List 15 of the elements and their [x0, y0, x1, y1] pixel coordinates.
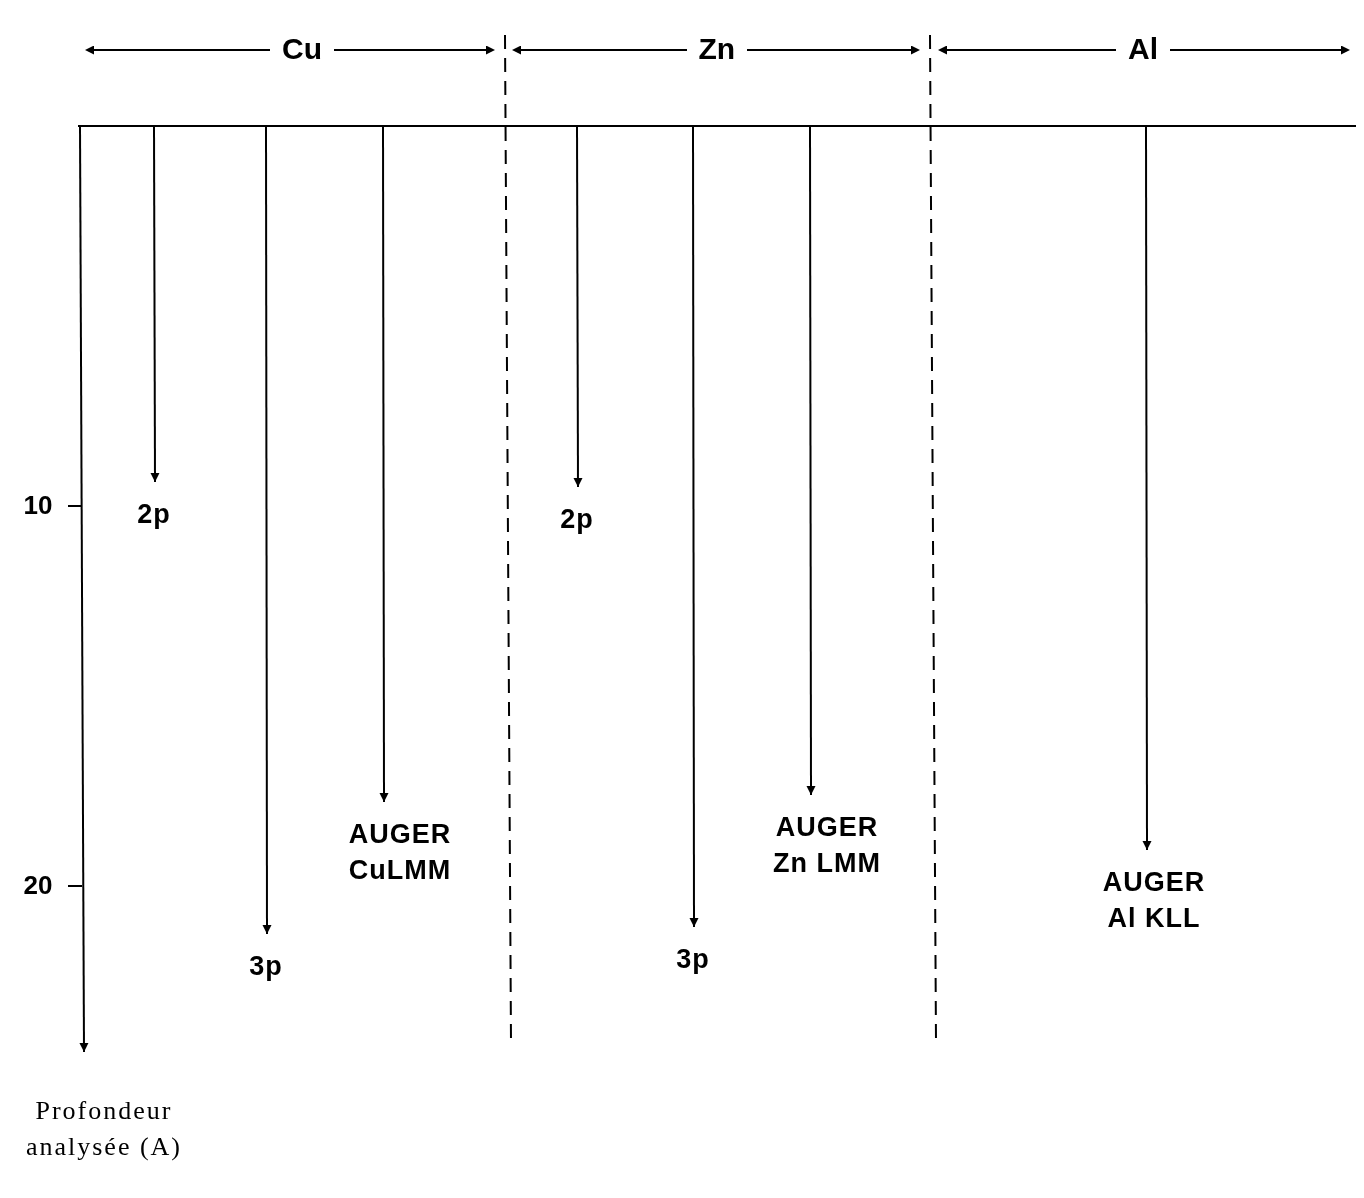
level-label: 3p	[653, 927, 733, 977]
level-label: 3p	[226, 934, 306, 984]
level-label: 2p	[537, 487, 617, 537]
arrow	[806, 125, 816, 796]
arrow	[379, 125, 389, 803]
arrow	[150, 125, 160, 483]
arrow	[262, 125, 272, 935]
level-label: AUGER CuLMM	[315, 802, 485, 888]
level-label: 2p	[114, 482, 194, 532]
axis-title: Profondeur analysée (A)	[24, 1095, 184, 1163]
arrow	[689, 125, 699, 928]
level-label: AUGER Zn LMM	[742, 795, 912, 881]
arrow	[1142, 125, 1152, 851]
arrow	[573, 125, 583, 488]
level-label: AUGER Al KLL	[1069, 850, 1239, 936]
